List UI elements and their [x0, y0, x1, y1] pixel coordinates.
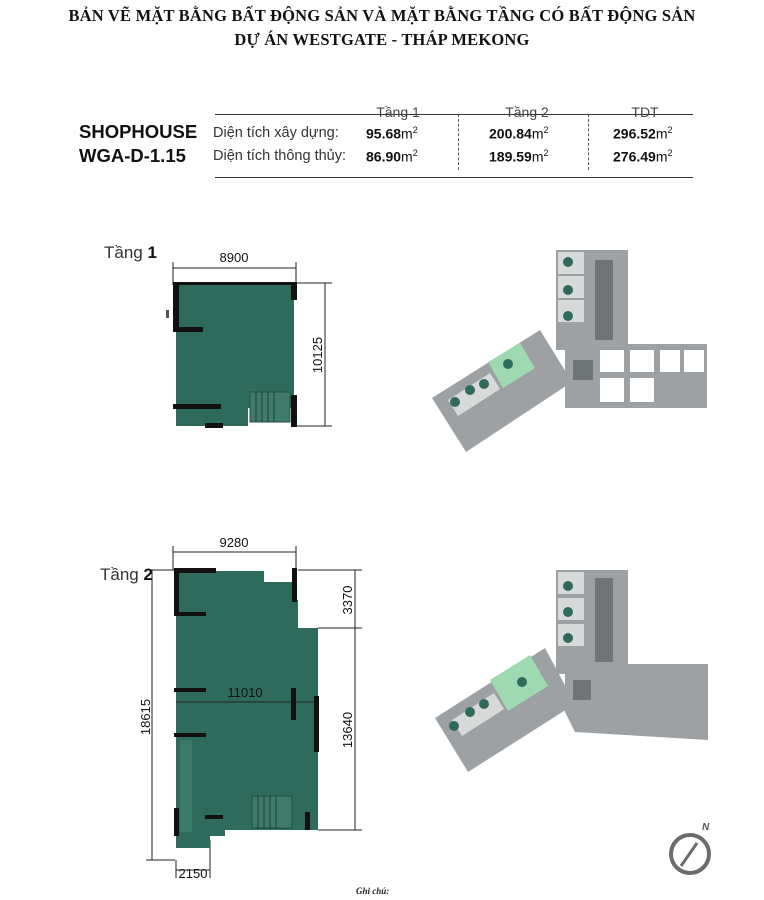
- floor2-bottom-value: 2150: [179, 866, 208, 881]
- floor2-label: Tầng 2: [100, 565, 153, 585]
- value: 276.49: [613, 148, 656, 165]
- column-header-floor2: Tầng 2: [505, 104, 549, 120]
- built-area-total: 296.52m2: [613, 125, 673, 142]
- floor1-height-value: 10125: [310, 337, 325, 373]
- net-area-total: 276.49m2: [613, 148, 673, 165]
- built-area-floor1: 95.68m2: [366, 125, 418, 142]
- value: 86.90: [366, 148, 402, 165]
- row-label-built-area: Diện tích xây dựng:: [213, 125, 339, 141]
- value: 189.59: [489, 148, 532, 165]
- unit-exponent: 2: [412, 148, 418, 158]
- value: 95.68: [366, 125, 402, 142]
- unit-exponent: 2: [543, 148, 549, 158]
- floor-word: Tầng: [104, 243, 143, 262]
- floor2-total-height-value: 18615: [138, 699, 153, 735]
- floor2-stair: [251, 795, 293, 829]
- floor2-light-strip: [180, 740, 192, 832]
- floor1-building-footprint: [432, 250, 707, 452]
- built-area-floor2: 200.84m2: [489, 125, 549, 142]
- value: 296.52: [613, 125, 656, 142]
- net-area-floor1: 86.90m2: [366, 148, 418, 165]
- floor1-door-mark: [166, 310, 169, 318]
- floor1-stair-treads: [255, 392, 275, 422]
- column-header-floor1: Tầng 1: [376, 104, 420, 120]
- floor2-total-height-dimension: [146, 569, 175, 861]
- floor1-unit-markers: [450, 257, 573, 407]
- unit: m: [401, 148, 413, 165]
- floor-number: 2: [143, 565, 153, 584]
- floor2-unit-markers: [449, 581, 573, 731]
- floor2-right-dimensions: [298, 569, 362, 831]
- column-divider: [458, 114, 459, 170]
- floor2-lower-height-value: 13640: [340, 712, 355, 748]
- floor2-room: [176, 571, 318, 848]
- floor-number: 1: [147, 243, 157, 262]
- table-bottom-rule: [215, 177, 693, 178]
- floor2-building-footprint: [435, 570, 708, 772]
- floor1-stair: [249, 391, 291, 423]
- row-label-net-area: Diện tích thông thủy:: [213, 148, 346, 164]
- unit: m: [655, 125, 668, 142]
- unit: m: [531, 125, 544, 142]
- unit: m: [655, 148, 668, 165]
- floor2-walls: [174, 568, 319, 836]
- net-area-floor2: 189.59m2: [489, 148, 549, 165]
- unit-exponent: 2: [543, 125, 549, 135]
- unit: m: [401, 125, 413, 142]
- floor2-width-value: 9280: [220, 535, 249, 550]
- unit-type: SHOPHOUSE: [79, 121, 198, 142]
- table-top-rule: [215, 114, 693, 115]
- floor1-label: Tầng 1: [104, 243, 157, 263]
- floor2-stair-treads: [257, 796, 277, 828]
- floor1-walls: [173, 282, 297, 428]
- document-title: BẢN VẼ MẶT BẰNG BẤT ĐỘNG SẢN VÀ MẶT BẰNG…: [68, 6, 696, 25]
- unit-exponent: 2: [667, 148, 673, 158]
- floor1-room: [176, 285, 294, 426]
- floor1-width-dimension: [172, 262, 297, 285]
- unit-code: WGA-D-1.15: [79, 145, 186, 166]
- floor-word: Tầng: [100, 565, 139, 584]
- project-title: DỰ ÁN WESTGATE - THÁP MEKONG: [234, 30, 530, 49]
- floor1-width-value: 8900: [220, 250, 249, 265]
- value: 200.84: [489, 125, 532, 142]
- column-divider: [588, 114, 589, 170]
- floor1-height-dimension: [296, 282, 332, 427]
- unit-exponent: 2: [412, 125, 418, 135]
- unit: m: [531, 148, 544, 165]
- compass-north-letter: N: [702, 822, 710, 833]
- floor2-width-dimension: [172, 546, 297, 570]
- floor2-inner-value: 11010: [227, 685, 262, 700]
- footer-note: Ghi chú:: [356, 886, 390, 896]
- floor2-upper-height-value: 3370: [340, 586, 355, 615]
- unit-exponent: 2: [667, 125, 673, 135]
- column-header-total: TDT: [631, 104, 659, 120]
